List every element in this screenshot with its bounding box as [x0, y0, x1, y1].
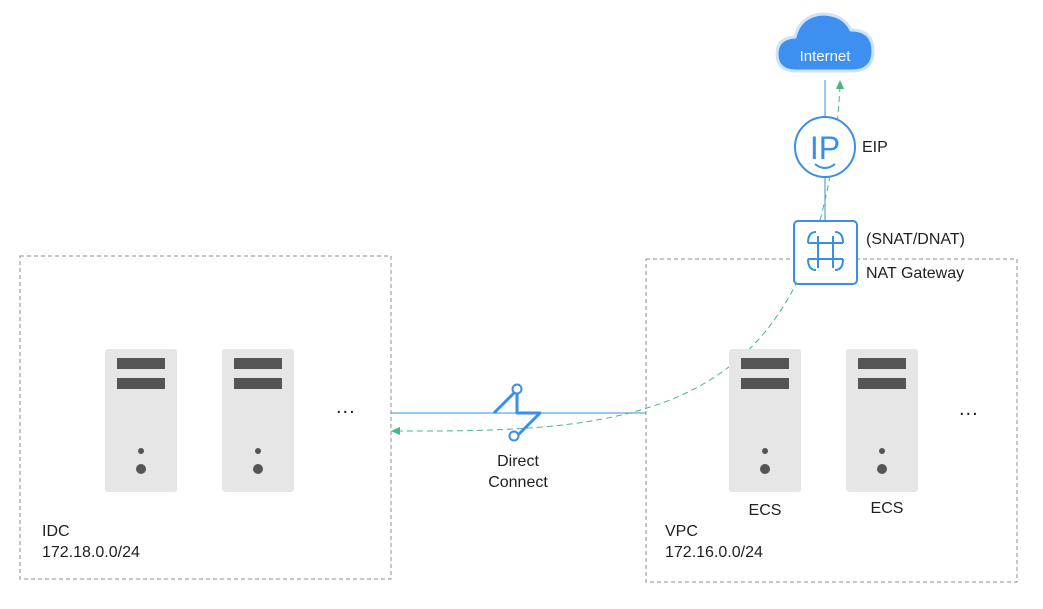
direct-connect-label-line2: Connect	[488, 474, 548, 491]
server-icon	[729, 349, 801, 492]
vpc-more-ellipsis: ...	[959, 398, 979, 420]
idc-region	[19, 255, 392, 580]
ip-icon: IP	[794, 116, 856, 178]
ecs-label-2: ECS	[870, 500, 904, 517]
idc-name: IDC	[42, 523, 70, 540]
cloud-icon	[775, 12, 875, 73]
vpc-cidr: 172.16.0.0/24	[665, 544, 763, 561]
traffic-arrow-left	[391, 427, 400, 435]
direct-connect-label-line1: Direct	[497, 453, 539, 470]
traffic-arrow-up	[836, 80, 844, 89]
server-icon	[222, 349, 294, 492]
nat-gateway-icon	[793, 220, 858, 285]
vpc-region	[645, 258, 1018, 583]
eip-label: EIP	[862, 139, 888, 156]
svg-text:IP: IP	[810, 130, 840, 166]
idc-cidr: 172.18.0.0/24	[42, 544, 140, 561]
traffic-path	[397, 85, 841, 432]
ecs-label-1: ECS	[748, 502, 782, 519]
direct-connect-icon	[492, 383, 542, 442]
internet-label: Internet	[799, 48, 851, 65]
server-icon	[846, 349, 918, 492]
nat-type-label: (SNAT/DNAT)	[866, 231, 965, 248]
nat-gateway-label: NAT Gateway	[866, 265, 965, 282]
vpc-name: VPC	[665, 523, 698, 540]
idc-more-ellipsis: ...	[336, 396, 356, 418]
server-icon	[105, 349, 177, 492]
